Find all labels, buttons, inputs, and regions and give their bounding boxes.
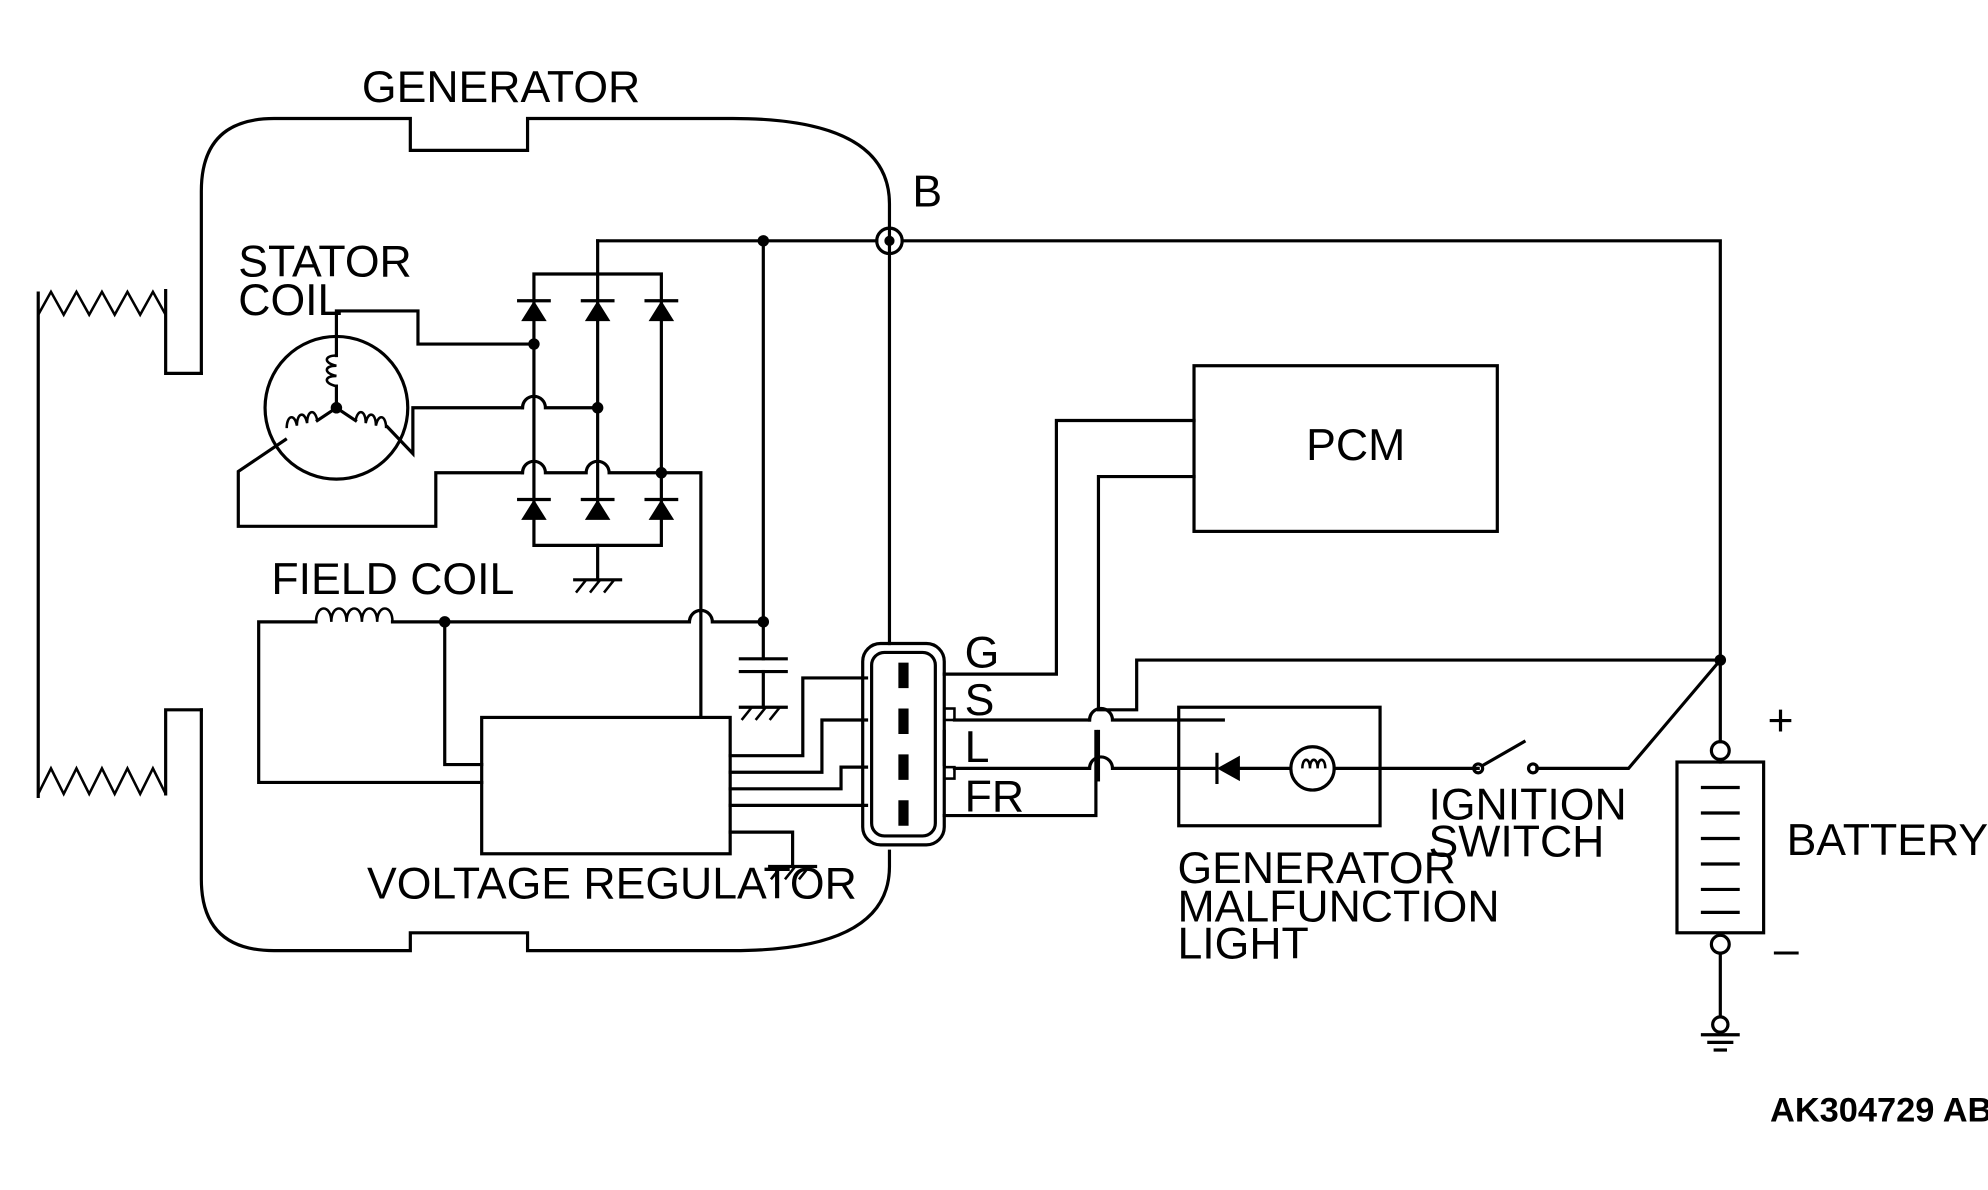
malfunction-light-label-line1: GENERATOR bbox=[1177, 844, 1455, 893]
malfunction-light bbox=[1177, 705, 1480, 828]
terminal-b-label: B bbox=[912, 167, 942, 216]
voltage-regulator-label: VOLTAGE REGULATOR bbox=[367, 859, 857, 908]
ignition-switch-label-line2: SWITCH bbox=[1428, 817, 1604, 866]
terminal-fr-label: FR bbox=[965, 773, 1024, 822]
terminal-l-label: L bbox=[965, 723, 990, 772]
connector bbox=[861, 641, 956, 847]
b-plus-bus bbox=[596, 226, 1722, 744]
stator-coil-label-line1: STATOR bbox=[238, 238, 411, 287]
malfunction-light-label-line2: MALFUNCTION bbox=[1177, 882, 1499, 931]
connector-wiring bbox=[942, 418, 1225, 818]
malfunction-light-label-line3: LIGHT bbox=[1177, 919, 1308, 968]
figure-id-label: AK304729 AB bbox=[1770, 1091, 1988, 1129]
generator-label: GENERATOR bbox=[362, 63, 640, 112]
generator-housing bbox=[164, 116, 892, 953]
ignition-switch-label-line1: IGNITION bbox=[1428, 780, 1626, 829]
field-coil bbox=[257, 607, 765, 785]
ignition-switch bbox=[1096, 654, 1727, 775]
field-coil-label: FIELD COIL bbox=[271, 555, 514, 604]
pcm-label: PCM bbox=[1306, 421, 1405, 470]
stator-coil-label-line2: COIL bbox=[238, 276, 342, 325]
pulley-belt bbox=[36, 289, 167, 799]
battery-plus-label: + bbox=[1767, 696, 1793, 745]
terminal-s-label: S bbox=[965, 676, 995, 725]
rectifier-bridge bbox=[517, 239, 703, 614]
terminal-g-label: G bbox=[965, 629, 1000, 678]
battery bbox=[1675, 740, 1766, 1052]
battery-minus-label: – bbox=[1774, 926, 1799, 975]
pcm-module bbox=[1192, 364, 1499, 533]
voltage-regulator bbox=[480, 676, 869, 881]
battery-label: BATTERY bbox=[1787, 816, 1988, 865]
stator-coil bbox=[236, 309, 536, 528]
